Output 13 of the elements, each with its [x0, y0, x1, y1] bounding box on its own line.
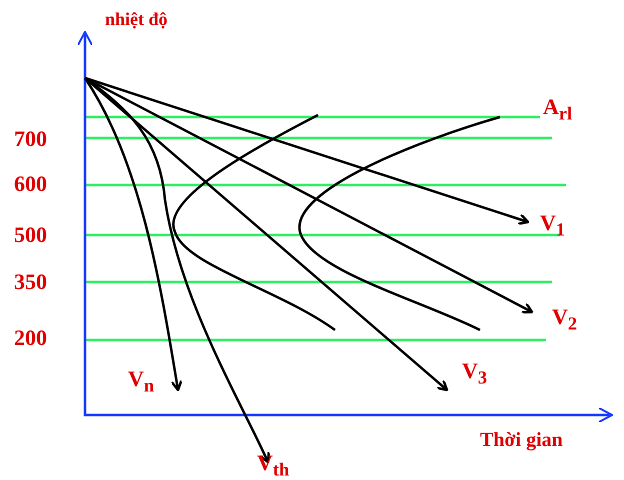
curve-label: V$_{2}$ — [552, 306, 578, 333]
temperature-tick: 350 — [14, 271, 47, 293]
temperature-tick: 200 — [14, 327, 47, 349]
axis-title: nhiệt độ — [105, 10, 168, 28]
phase-line-label: A$_{rl}$ — [543, 96, 572, 123]
temperature-tick: 600 — [14, 173, 47, 195]
temperature-tick: 700 — [14, 128, 47, 150]
curve-label: V$_{th}$ — [257, 452, 290, 479]
curve-label: V$_{n}$ — [128, 368, 154, 395]
temperature-tick: 500 — [14, 224, 47, 246]
axis-title: Thời gian — [480, 430, 563, 450]
curve-label: V$_{1}$ — [540, 212, 566, 239]
curve-label: V$_{3}$ — [462, 360, 488, 387]
